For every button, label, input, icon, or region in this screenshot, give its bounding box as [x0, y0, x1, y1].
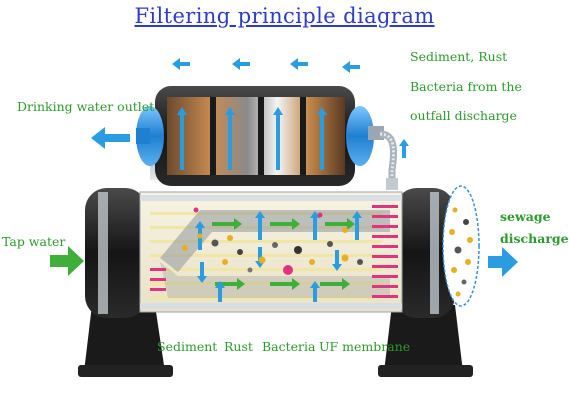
sewage-discharge-arrow [488, 247, 518, 277]
drinking-outlet-arrow [91, 127, 130, 149]
braided-hose [379, 130, 397, 184]
left-stand-base [78, 365, 173, 377]
diagram-title: Filtering principle diagram [134, 4, 435, 28]
label-rust: Rust [224, 339, 253, 354]
right-end-cap [395, 188, 455, 318]
label-drinking-water-outlet: Drinking water outlet [17, 99, 155, 114]
label-sediment: Sediment [157, 339, 218, 354]
label-uf-membrane: UF membrane [319, 339, 411, 354]
cartridge-flow-arrows [177, 107, 327, 170]
right-stand [384, 305, 463, 372]
label-sewage: sewage [500, 209, 551, 224]
green-flow-arrows [212, 218, 355, 290]
main-housing [78, 188, 473, 377]
pre-filter-cartridge [136, 86, 398, 190]
label-bacteria: Bacteria [262, 339, 316, 354]
uf-membrane-bars [150, 205, 398, 298]
filter-media [167, 97, 345, 175]
label-sediment-rust: Sediment, Rust [410, 49, 508, 64]
label-tap-water: Tap water [2, 234, 66, 249]
left-stand [84, 305, 165, 372]
tap-water-arrow [50, 246, 84, 276]
label-bacteria-from: Bacteria from the [410, 79, 522, 94]
label-discharge: discharge [500, 231, 569, 246]
right-stand-base [378, 365, 473, 377]
left-end-cap [85, 188, 147, 318]
label-outfall-discharge: outfall discharge [410, 108, 517, 123]
sewage-bubble [442, 185, 480, 307]
contaminant-particles [182, 207, 363, 275]
hose-up-arrow [399, 139, 409, 158]
top-outflow-arrows [172, 58, 360, 73]
right-blue-fitting [346, 106, 374, 166]
